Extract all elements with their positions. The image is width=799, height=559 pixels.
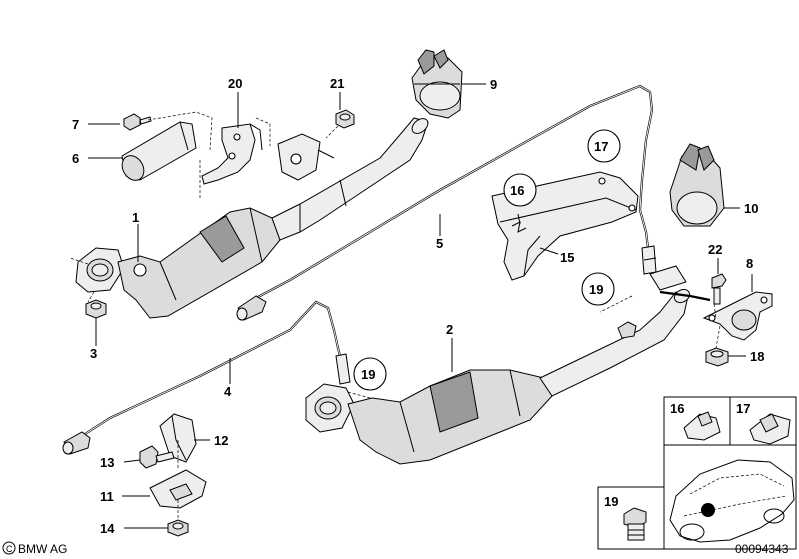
part-9-clamp	[411, 49, 463, 119]
callout-13: 13	[100, 455, 114, 470]
part-18-nut	[705, 347, 729, 367]
copyright-icon-glyph: C	[6, 544, 13, 554]
inset-label-16: 16	[670, 401, 684, 416]
callout-10: 10	[744, 201, 758, 216]
part-5-oxygen-sensor	[236, 84, 657, 321]
callout-11: 11	[100, 489, 114, 504]
callout-18: 18	[750, 349, 764, 364]
part-11-bracket	[149, 469, 207, 509]
callout-16: 16	[510, 183, 524, 198]
part-22-bolt	[711, 273, 727, 305]
part-7-bolt	[123, 113, 152, 131]
callout-21: 21	[330, 76, 344, 91]
brand-label: BMW AG	[18, 542, 67, 556]
callout-3: 3	[90, 346, 97, 361]
callout-6: 6	[72, 151, 79, 166]
callout-17: 17	[594, 139, 608, 154]
part-6-heat-shield	[121, 121, 197, 181]
callout-12: 12	[214, 433, 228, 448]
callout-19-lower: 19	[361, 367, 375, 382]
inset-car-outline	[669, 459, 795, 543]
footer: C BMW AG 00094343	[2, 541, 789, 556]
part-4-oxygen-sensor	[62, 300, 351, 455]
inset-location-marker	[701, 503, 715, 517]
callout-circle-19-lower	[353, 357, 387, 391]
callouts: 7 6 1 20 21 9 17 16 10 5 15 22 8 19 3 2 …	[72, 76, 764, 536]
part-2-catalytic-converter	[305, 265, 711, 465]
part-3-nut	[85, 299, 107, 319]
inset-panel: 16 17 19	[597, 396, 797, 550]
callout-circle-17	[587, 129, 621, 163]
part-1-front-pipe	[75, 117, 429, 319]
part-14-nut	[167, 519, 189, 537]
callout-1: 1	[132, 210, 139, 225]
callout-circle-16	[503, 173, 537, 207]
inset-box-19	[597, 486, 665, 550]
inset-label-17: 17	[736, 401, 750, 416]
callout-5: 5	[436, 236, 443, 251]
callout-22: 22	[708, 242, 722, 257]
callout-2: 2	[446, 322, 453, 337]
guide-lines	[69, 111, 721, 520]
callout-7: 7	[72, 117, 79, 132]
callout-9: 9	[490, 77, 497, 92]
part-10-clamp	[669, 143, 725, 227]
part-13-bolt	[139, 445, 175, 469]
callout-19-upper: 19	[589, 282, 603, 297]
callout-14: 14	[100, 521, 115, 536]
part-21-nut	[335, 109, 355, 129]
callout-4: 4	[224, 384, 232, 399]
callout-8: 8	[746, 256, 753, 271]
inset-box-car	[663, 444, 797, 550]
callout-15: 15	[560, 250, 574, 265]
leader-lines	[88, 83, 753, 529]
callout-circle-19-upper	[581, 272, 615, 306]
callout-20: 20	[228, 76, 242, 91]
bracket-plate	[277, 133, 335, 181]
part-20-bracket	[201, 123, 263, 185]
inset-label-19: 19	[604, 494, 618, 509]
diagram-number: 00094343	[735, 542, 789, 556]
part-8-bracket	[702, 291, 773, 341]
copyright-icon	[2, 541, 16, 555]
